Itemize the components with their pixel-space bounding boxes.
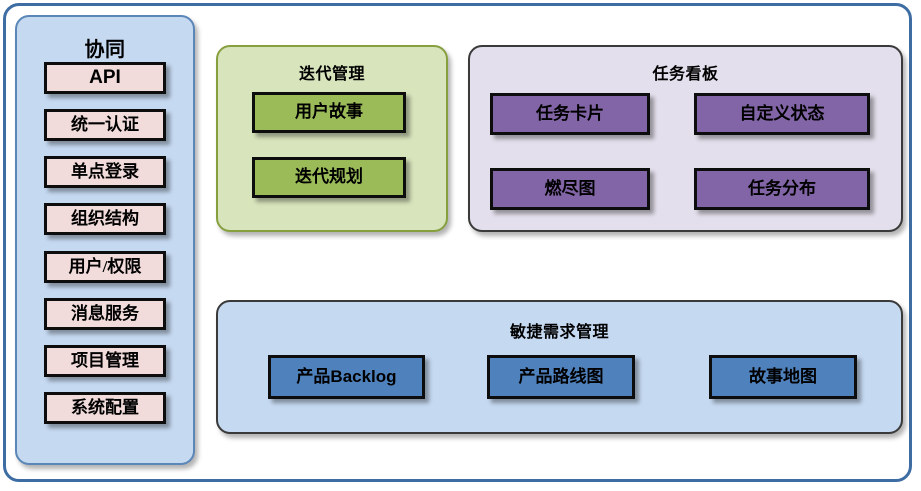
node-api[interactable]: API xyxy=(44,62,166,94)
node-user-permission[interactable]: 用户/权限 xyxy=(44,251,166,283)
node-story-map[interactable]: 故事地图 xyxy=(709,355,857,399)
node-task-distribution[interactable]: 任务分布 xyxy=(694,168,870,210)
node-org-structure[interactable]: 组织结构 xyxy=(44,203,166,235)
node-user-story[interactable]: 用户故事 xyxy=(252,92,406,133)
node-custom-status[interactable]: 自定义状态 xyxy=(694,93,870,135)
group-iteration-management[interactable]: 迭代管理 xyxy=(216,45,448,232)
node-task-card[interactable]: 任务卡片 xyxy=(490,93,650,135)
group-iteration-management-title: 迭代管理 xyxy=(298,66,365,83)
group-agile-requirements-title: 敏捷需求管理 xyxy=(509,324,609,341)
group-task-board-title: 任务看板 xyxy=(652,66,719,83)
node-unified-auth[interactable]: 统一认证 xyxy=(44,109,166,141)
node-system-config[interactable]: 系统配置 xyxy=(44,392,166,424)
node-project-management[interactable]: 项目管理 xyxy=(44,345,166,377)
node-burndown-chart[interactable]: 燃尽图 xyxy=(490,168,650,210)
node-single-sign-on[interactable]: 单点登录 xyxy=(44,156,166,188)
node-iteration-planning[interactable]: 迭代规划 xyxy=(252,157,406,198)
node-product-backlog[interactable]: 产品Backlog xyxy=(268,355,425,399)
group-collaboration-title: 协同 xyxy=(84,39,126,61)
node-message-service[interactable]: 消息服务 xyxy=(44,298,166,330)
node-product-roadmap[interactable]: 产品路线图 xyxy=(487,355,635,399)
